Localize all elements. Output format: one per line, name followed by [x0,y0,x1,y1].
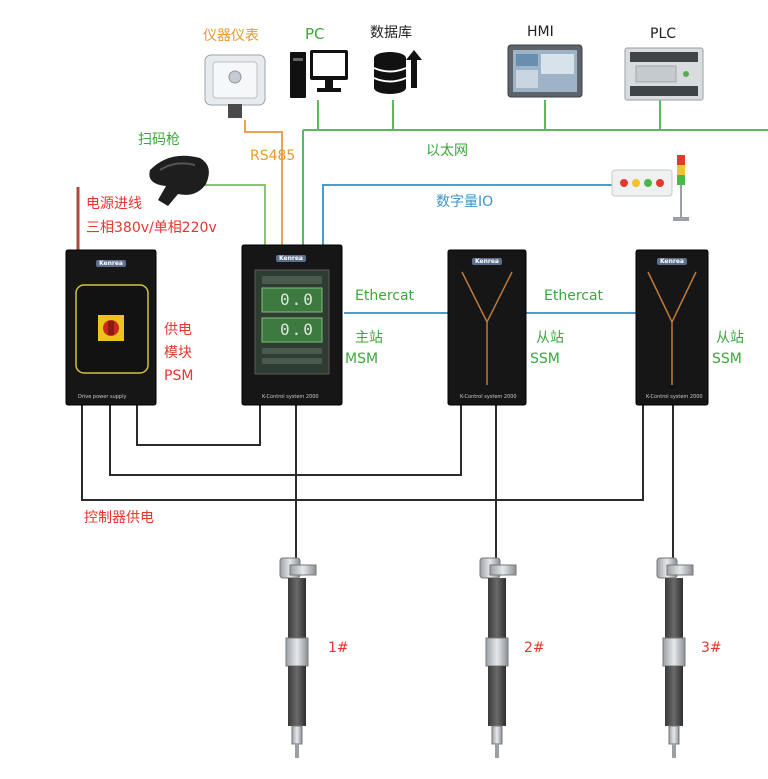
ethercat-label-2: Ethercat [544,288,604,304]
pc-icon [290,50,348,98]
ssm2-brand: Kenrea [657,258,687,265]
psm-label-line3: PSM [164,368,194,384]
psm-brand: Kenrea [96,260,126,267]
msm-footer: K-Control system 2000 [262,394,319,400]
psm-footer: Drive power supply [78,394,127,400]
meter-icon [204,54,266,118]
tool-1-icon [279,557,317,758]
ethernet-lines [302,100,768,314]
ssm2-module [635,249,709,406]
hmi-label: HMI [527,24,554,40]
digital-io-line [322,184,612,245]
scanner-icon [149,155,209,206]
controller-power-label: 控制器供电 [84,510,154,526]
msm-readout-1: 0.0 [280,290,315,309]
psm-label-line2: 模块 [164,345,192,361]
database-icon [373,50,422,94]
ssm1-module [447,249,527,406]
hmi-icon [507,44,583,98]
ssm1-label-line1: 从站 [536,330,564,346]
psm-module [65,249,157,406]
digital-io-label: 数字量IO [436,194,494,210]
ssm2-label-line1: 从站 [716,330,744,346]
ssm1-footer: K-Control system 2000 [460,394,517,400]
psm-label-line1: 供电 [164,322,192,338]
rs485-label: RS485 [250,148,296,164]
tool-2-icon [479,557,517,758]
tool-1-label: 1# [328,640,349,656]
meter-label: 仪器仪表 [203,28,259,44]
plc-icon [624,47,704,101]
msm-brand: Kenrea [276,255,306,262]
scanner-line [200,184,266,245]
msm-readout-2: 0.0 [280,320,315,339]
tool-3-label: 3# [701,640,722,656]
signal-tower-icon [611,155,689,221]
msm-label-line2: MSM [345,351,379,367]
plc-label: PLC [650,26,677,42]
msm-label-line1: 主站 [355,330,383,346]
database-label: 数据库 [370,25,412,41]
power-input-label: 电源进线 [86,196,142,212]
ssm2-label-line2: SSM [712,351,742,367]
pc-label: PC [305,25,325,43]
tool-2-label: 2# [524,640,545,656]
ssm1-label-line2: SSM [530,351,560,367]
ssm1-brand: Kenrea [472,258,502,265]
ethernet-label: 以太网 [426,143,468,159]
power-distribution-lines [81,405,674,565]
power-input-spec: 三相380v/单相220v [86,220,217,236]
rs485-line [244,120,283,245]
msm-module [241,244,343,406]
ethercat-label-1: Ethercat [355,288,415,304]
tool-3-icon [656,557,694,758]
ssm2-footer: K-Control system 2000 [646,394,703,400]
scanner-label: 扫码枪 [138,132,180,148]
